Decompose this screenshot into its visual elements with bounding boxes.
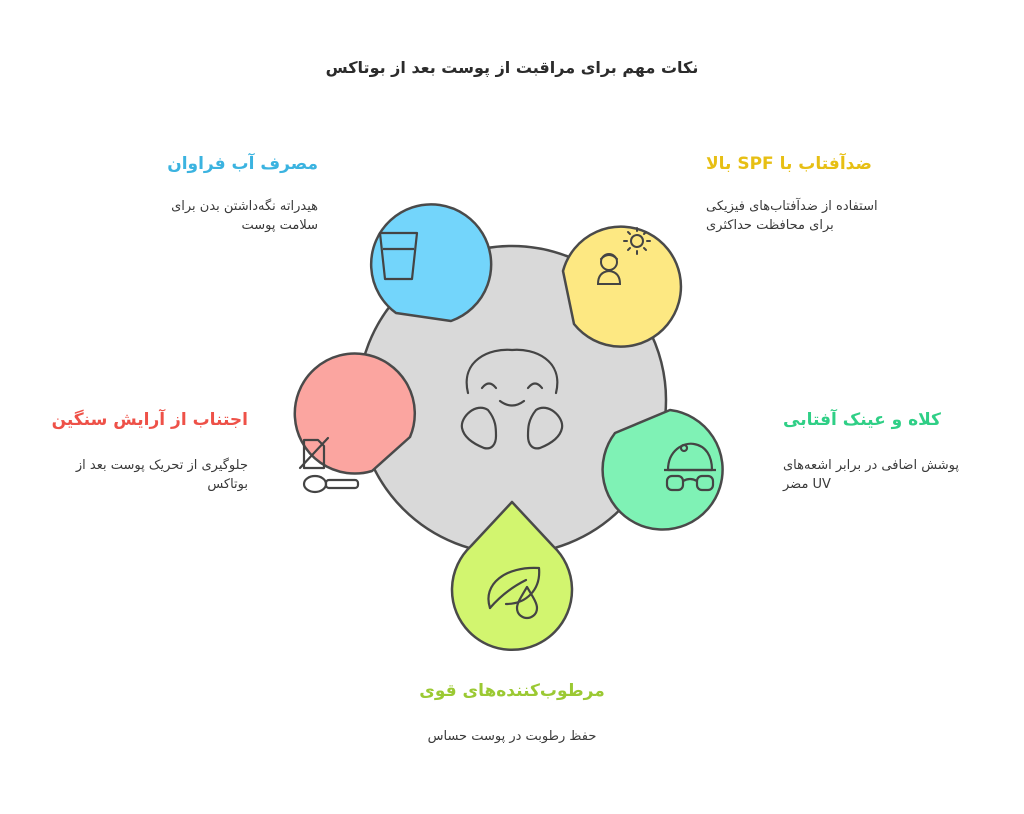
- sunscreen-petal: [561, 225, 683, 348]
- sun-and-person-icon: [596, 227, 651, 285]
- water-description: هیدراته نگه‌داشتن بدن برای سلامت پوست: [120, 197, 318, 235]
- makeup-petal: [293, 352, 417, 475]
- sunscreen-description-line-1: استفاده از ضدآفتاب‌های فیزیکی: [706, 199, 878, 214]
- makeup-description-line-2: بوتاکس: [207, 477, 248, 492]
- hat-heading: کلاه و عینک آفتابی: [783, 410, 941, 430]
- leaf-and-droplet-icon: [487, 566, 541, 620]
- sunscreen-description: استفاده از ضدآفتاب‌های فیزیکی برای محافظ…: [706, 197, 906, 235]
- hat-description-line-2: UV مضر: [783, 477, 831, 492]
- moisturizer-heading: مرطوب‌کننده‌های قوی: [419, 681, 605, 701]
- no-makeup-icon: [298, 436, 360, 494]
- smiling-face-with-hands-icon: [460, 348, 564, 450]
- sunscreen-description-line-2: برای محافظت حداکثری: [706, 218, 834, 233]
- page-title: نکات مهم برای مراقبت از پوست بعد از بوتا…: [325, 58, 699, 77]
- water-heading: مصرف آب فراوان: [167, 154, 318, 174]
- hat-description-line-1: پوشش اضافی در برابر اشعه‌های: [783, 458, 959, 473]
- moisturizer-petal: [450, 500, 574, 651]
- makeup-heading: اجتناب از آرایش سنگین: [51, 410, 248, 430]
- hat-and-glasses-icon: [664, 442, 716, 492]
- water-description-line-2: سلامت پوست: [241, 218, 318, 233]
- hat-petal: [601, 408, 724, 531]
- moisturizer-description: حفظ رطوبت در پوست حساس: [380, 727, 644, 746]
- water-glass-icon: [378, 231, 419, 281]
- water-petal: [369, 203, 493, 323]
- water-description-line-1: هیدراته نگه‌داشتن بدن برای: [171, 199, 318, 214]
- makeup-description: جلوگیری از تحریک پوست بعد از بوتاکس: [40, 456, 248, 494]
- makeup-description-line-1: جلوگیری از تحریک پوست بعد از: [75, 458, 248, 473]
- hat-description: پوشش اضافی در برابر اشعه‌های UV مضر: [783, 456, 983, 494]
- sunscreen-heading: ضدآفتاب با SPF بالا: [706, 154, 872, 174]
- moisturizer-description-line-1: حفظ رطوبت در پوست حساس: [427, 729, 597, 744]
